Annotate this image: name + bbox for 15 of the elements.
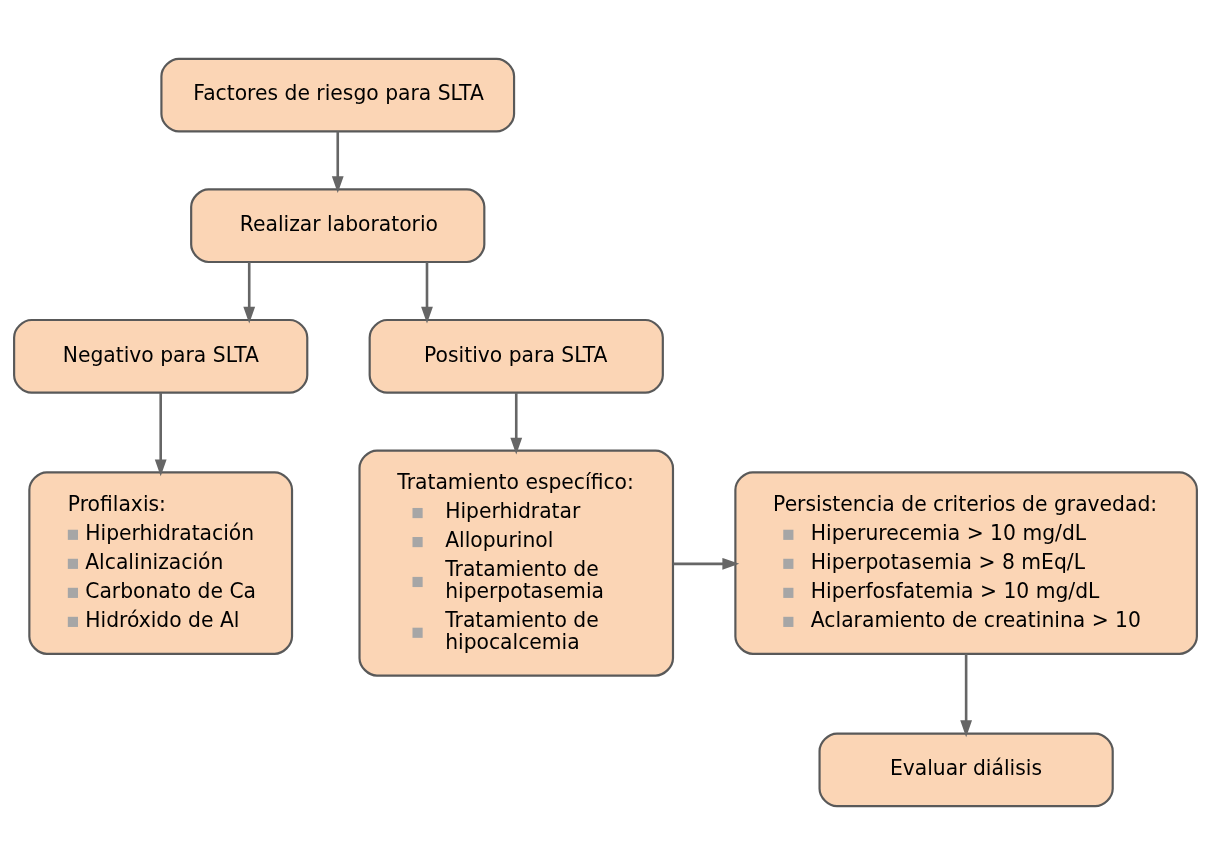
arrow xyxy=(421,262,433,324)
arrow xyxy=(331,131,344,193)
node-box: Profilaxis: Hiperhidratación Alcalinización Carbonato de Ca Hidróxido de Al xyxy=(28,471,294,655)
node-box: Factores de riesgo para SLTA xyxy=(160,57,516,133)
node-box: Persistencia de criterios de gravedad: Hiperurecemia > 10 mg/dL Hiperpotasemia > 8 mEq/L Hiperfosfatemia > 10 mg/dL Aclaramiento de creatinina > 10 xyxy=(734,471,1198,655)
arrow xyxy=(510,392,523,455)
arrow xyxy=(960,653,973,738)
node-box: Realizar laboratorio xyxy=(190,188,486,264)
arrow xyxy=(154,392,167,477)
arrow xyxy=(673,557,740,570)
arrow xyxy=(243,262,256,324)
node-box: Tratamiento específico: Hiperhidratar Allopurinol Tratamiento de hiperpotasemia Tratamiento de hipocalcemia xyxy=(358,449,675,677)
node-box: Positivo para SLTA xyxy=(368,318,664,394)
node-box: Evaluar diálisis xyxy=(818,732,1114,808)
node-box: Negativo para SLTA xyxy=(13,318,309,394)
